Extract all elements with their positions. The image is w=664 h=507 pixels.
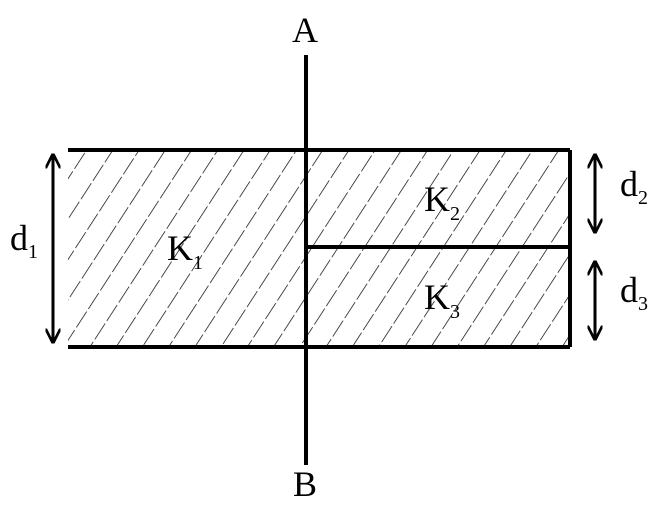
k1-symbol: K: [167, 228, 193, 268]
d1-symbol: d: [10, 218, 28, 258]
k2-symbol: K: [424, 179, 450, 219]
k2-index: 2: [450, 203, 460, 225]
d3-index: 3: [638, 293, 648, 315]
dielectric-k3-label: K3: [424, 277, 460, 323]
dielectric-k3-region: [306, 247, 570, 347]
thickness-d3-label: d3: [620, 270, 648, 315]
k1-index: 1: [193, 252, 203, 274]
d2-index: 2: [638, 187, 648, 209]
thickness-d2-label: d2: [620, 164, 648, 209]
dielectric-k1-region: [68, 150, 306, 347]
dielectric-k2-region: [306, 150, 570, 247]
dielectric-k1-label: K1: [167, 228, 203, 274]
point-a-label: A: [292, 10, 318, 50]
d3-symbol: d: [620, 270, 638, 310]
k3-symbol: K: [424, 277, 450, 317]
dielectric-k2-label: K2: [424, 179, 460, 225]
d1-index: 1: [28, 241, 38, 263]
d2-symbol: d: [620, 164, 638, 204]
k3-index: 3: [450, 301, 460, 323]
thickness-d1-label: d1: [10, 218, 38, 263]
point-b-label: B: [293, 464, 317, 504]
